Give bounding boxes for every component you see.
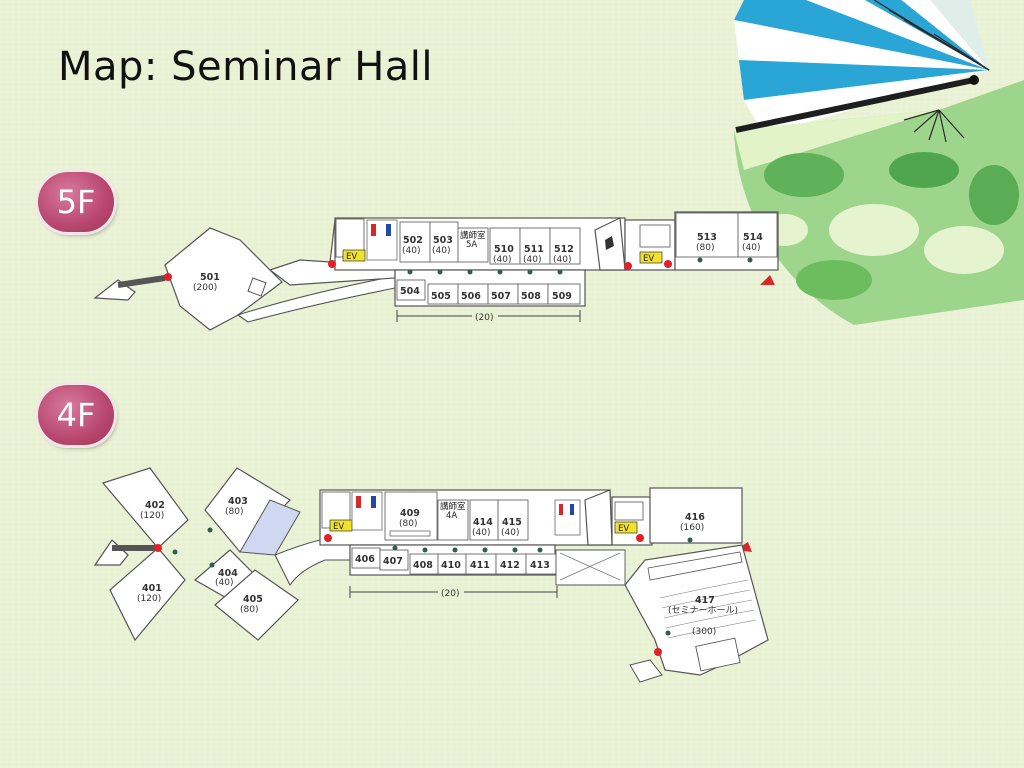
floor-badge-5f: 5F — [38, 172, 114, 232]
floor-badge-4f: 4F — [38, 385, 114, 445]
page-title: Map: Seminar Hall — [58, 44, 434, 90]
folding-fan-icon — [734, 0, 1024, 325]
